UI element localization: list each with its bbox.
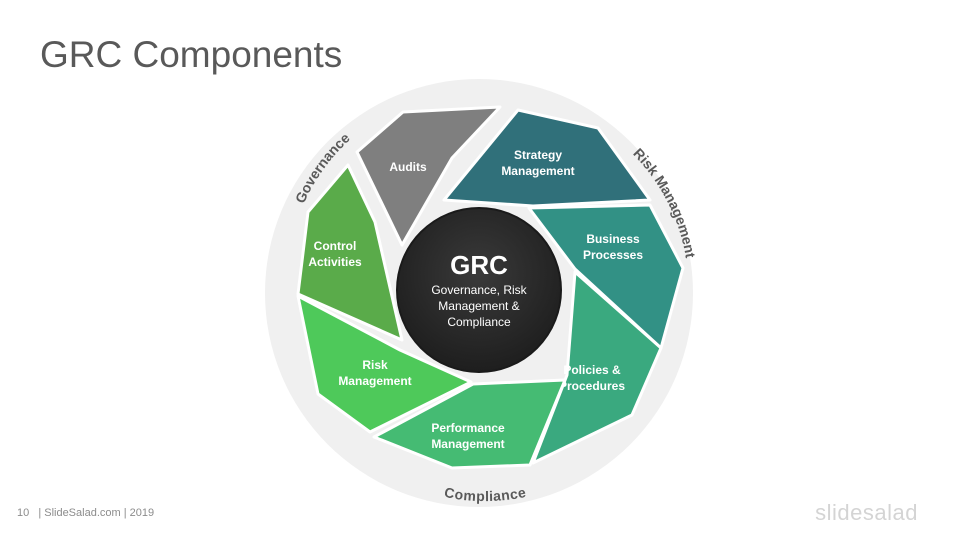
center-subtitle-line: Governance, Risk	[431, 283, 527, 297]
segment-label-performance-management: Management	[431, 437, 504, 451]
segment-label-performance-management: Performance	[431, 421, 505, 435]
slide-title: GRC Components	[40, 34, 343, 75]
segment-label-business-processes: Processes	[583, 248, 643, 262]
segment-label-policies-procedures: Procedures	[559, 379, 625, 393]
segment-audits	[355, 105, 502, 247]
segment-label-audits: Audits	[389, 160, 427, 174]
segment-label-strategy-management: Management	[501, 164, 574, 178]
footer-credit: | SlideSalad.com | 2019	[38, 507, 155, 519]
segment-label-risk-management: Risk	[362, 358, 388, 372]
segment-label-strategy-management: Strategy	[514, 148, 562, 162]
center-subtitle-line: Compliance	[447, 315, 511, 329]
segment-label-risk-management: Management	[338, 374, 411, 388]
segment-group: AuditsStrategyManagementBusinessProcesse…	[296, 105, 685, 470]
center-circle	[396, 207, 562, 373]
segment-risk-management	[296, 294, 473, 434]
page-number: 10	[17, 507, 30, 519]
footer: 10 | SlideSalad.com | 2019	[17, 507, 160, 519]
segment-strategy-management	[442, 108, 652, 208]
segment-business-processes	[527, 203, 685, 350]
center-title: GRC	[450, 250, 508, 280]
center-subtitle-line: Management &	[438, 299, 519, 313]
segment-label-business-processes: Business	[586, 232, 640, 246]
segment-control-activities	[296, 163, 404, 342]
segment-policies-procedures	[531, 270, 663, 465]
segment-label-control-activities: Control	[314, 239, 357, 253]
segment-label-control-activities: Activities	[308, 255, 362, 269]
slidesalad-logo: slidesalad	[815, 500, 918, 525]
segment-performance-management	[372, 378, 567, 470]
segment-label-policies-procedures: Policies &	[563, 363, 621, 377]
ring-label-compliance: Compliance	[443, 484, 527, 504]
